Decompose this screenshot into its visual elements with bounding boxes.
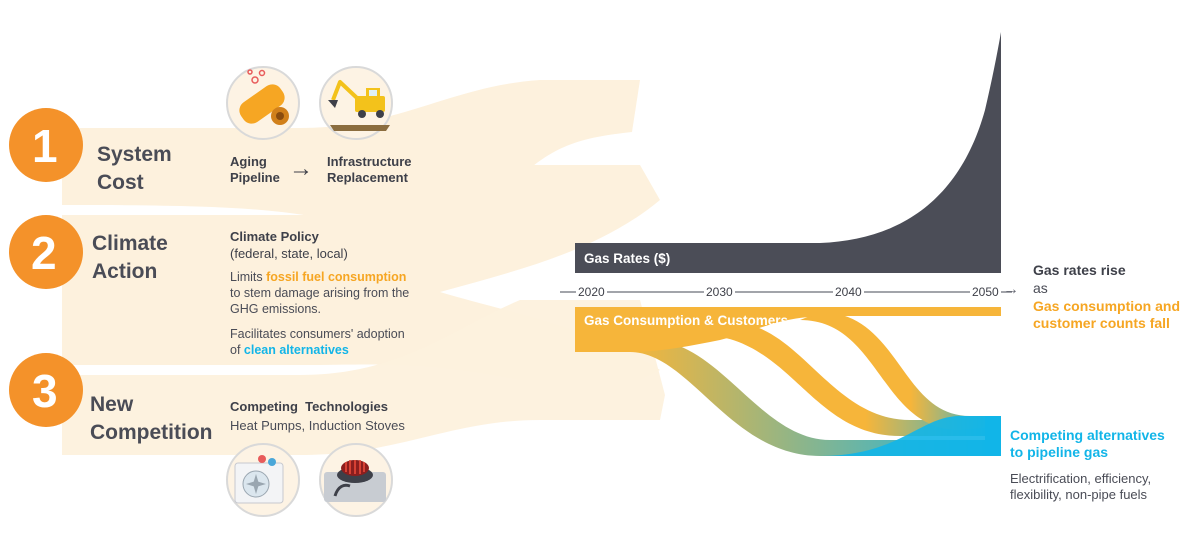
as-text: as: [1033, 280, 1048, 296]
tick-2020: 2020: [576, 285, 607, 299]
infrastructure-replacement-label: Infrastructure Replacement: [327, 154, 412, 185]
alternatives-flow-middle: [700, 322, 1001, 436]
number-circle-3: [9, 353, 83, 427]
tick-2050: 2050: [970, 285, 1001, 299]
induction-stove-icon: [319, 443, 393, 517]
alternatives-flow-upper: [800, 312, 1001, 430]
number-2: 2: [31, 227, 57, 279]
competing-technologies-heading: Competing Technologies: [230, 399, 388, 414]
pipeline-icon: [226, 66, 300, 140]
gas-rates-rise-text: Gas rates rise: [1033, 262, 1126, 278]
arrow-right-icon: →: [289, 155, 313, 182]
gas-consumption-band: [575, 307, 1001, 352]
number-circle-2: [9, 215, 83, 289]
band-system-cost: [62, 80, 640, 290]
facilitates-text: Facilitates consumers' adoption of clean…: [230, 327, 405, 357]
driver-title-new-competition: New Competition: [90, 393, 213, 444]
fossil-fuel-highlight: fossil fuel consumption: [266, 270, 407, 284]
heat-pump-icon: [226, 443, 300, 517]
number-circle-1: [9, 108, 83, 182]
competing-technologies-examples: Heat Pumps, Induction Stoves: [230, 418, 405, 433]
alternatives-examples-text: Electrification, efficiency, flexibility…: [1010, 471, 1152, 502]
gas-consumption-label: Gas Consumption & Customers: [584, 313, 789, 328]
limits-text: Limits fossil fuel consumption to stem d…: [230, 270, 410, 316]
timeline-arrow-icon: →: [1003, 281, 1019, 298]
climate-policy-heading: Climate Policy: [230, 229, 319, 244]
band-new-competition: [62, 300, 665, 455]
tick-2030: 2030: [704, 285, 735, 299]
consumption-falls-text: Gas consumption and customer counts fall: [1033, 298, 1181, 331]
driver-title-system-cost: System Cost: [97, 143, 172, 194]
driver-title-climate-action: Climate Action: [92, 232, 168, 283]
number-3: 3: [32, 365, 58, 417]
number-1: 1: [32, 120, 58, 172]
climate-policy-scope: (federal, state, local): [230, 246, 348, 261]
excavator-icon: [319, 66, 393, 140]
gas-rates-label: Gas Rates ($): [584, 251, 671, 266]
competing-alternatives-text: Competing alternatives to pipeline gas: [1010, 427, 1165, 460]
clean-alternatives-highlight: clean alternatives: [243, 343, 349, 357]
tick-2040: 2040: [833, 285, 864, 299]
aging-pipeline-label: Aging Pipeline: [230, 154, 280, 185]
gas-rates-band: [575, 32, 1001, 273]
